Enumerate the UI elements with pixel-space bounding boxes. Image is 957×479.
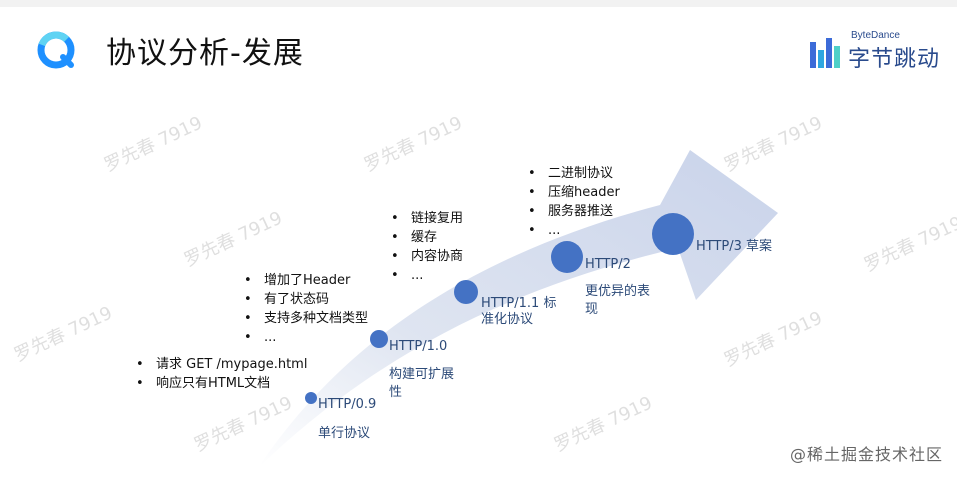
top-bar bbox=[0, 0, 957, 7]
feature-item: 缓存 bbox=[387, 228, 463, 247]
footer-watermark: @稀土掘金技术社区 bbox=[789, 445, 943, 464]
milestone-version-1: HTTP/1.0 bbox=[389, 339, 448, 354]
milestone-version-2: HTTP/1.1 标 bbox=[481, 296, 557, 311]
brand-logo: ByteDance 字节跳动 bbox=[806, 30, 946, 72]
milestone-desc-1: 构建可扩展 性 bbox=[389, 367, 455, 400]
milestone-desc-2: 准化协议 bbox=[481, 312, 534, 327]
milestone-node-2 bbox=[454, 280, 478, 304]
feature-item: 内容协商 bbox=[387, 247, 463, 266]
milestone-features-2: 链接复用 缓存 内容协商 ... bbox=[387, 209, 463, 285]
milestone-desc-3: 更优异的表 现 bbox=[585, 284, 651, 317]
slide-title: 协议分析-发展 bbox=[106, 36, 304, 71]
feature-item: 响应只有HTML文档 bbox=[132, 374, 307, 393]
feature-item: ... bbox=[387, 266, 463, 285]
milestone-node-4 bbox=[652, 213, 694, 255]
bytedance-logo-icon bbox=[810, 38, 840, 68]
feature-item: 服务器推送 bbox=[524, 202, 620, 221]
feature-item: 有了状态码 bbox=[240, 290, 368, 309]
timeline-arrow bbox=[258, 150, 778, 468]
brand-chinese-name: 字节跳动 bbox=[848, 47, 941, 72]
feature-item: ... bbox=[524, 221, 620, 240]
milestone-features-0: 请求 GET /mypage.html 响应只有HTML文档 bbox=[132, 355, 307, 393]
feature-item: 链接复用 bbox=[387, 209, 463, 228]
milestone-version-0: HTTP/0.9 bbox=[318, 397, 377, 412]
milestone-features-3: 二进制协议 压缩header 服务器推送 ... bbox=[524, 164, 620, 240]
app-logo-icon bbox=[37, 31, 75, 69]
feature-item: 增加了Header bbox=[240, 271, 368, 290]
feature-item: 压缩header bbox=[524, 183, 620, 202]
milestone-version-3: HTTP/2 bbox=[585, 257, 631, 272]
feature-item: ... bbox=[240, 328, 368, 347]
feature-item: 二进制协议 bbox=[524, 164, 620, 183]
milestone-features-1: 增加了Header 有了状态码 支持多种文档类型 ... bbox=[240, 271, 368, 347]
milestone-node-0 bbox=[305, 392, 317, 404]
feature-item: 支持多种文档类型 bbox=[240, 309, 368, 328]
milestone-desc-0: 单行协议 bbox=[318, 426, 371, 441]
feature-item: 请求 GET /mypage.html bbox=[132, 355, 307, 374]
brand-english-name: ByteDance bbox=[851, 30, 900, 41]
milestone-node-1 bbox=[370, 330, 388, 348]
milestone-version-4: HTTP/3 草案 bbox=[696, 239, 773, 254]
milestone-node-3 bbox=[551, 241, 583, 273]
